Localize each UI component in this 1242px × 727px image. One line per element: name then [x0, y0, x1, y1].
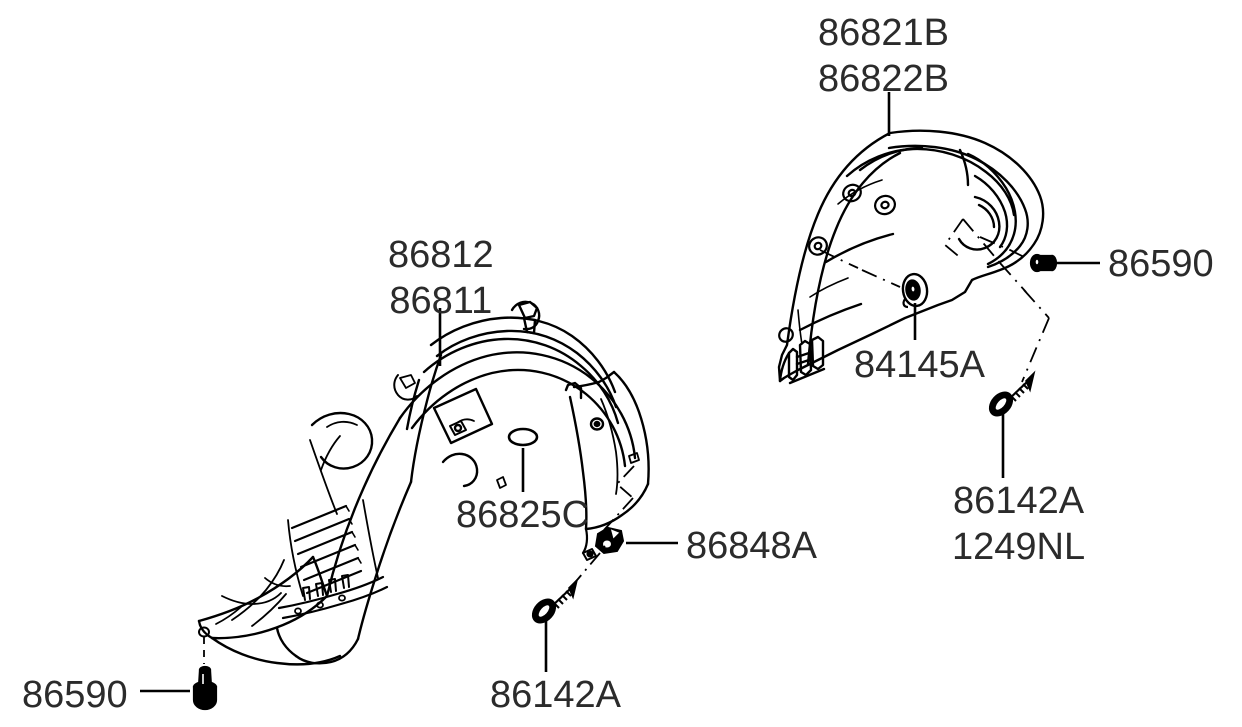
label-front-wheel-guard: 86812 86811	[388, 232, 494, 324]
label-86812: 86812	[388, 234, 494, 276]
label-86825C: 86825C	[456, 494, 590, 536]
label-86822B: 86822B	[818, 58, 950, 100]
label-86848A: 86848A	[686, 525, 818, 567]
dashdot-rear-v-left	[943, 218, 964, 260]
label-86142A-front: 86142A	[490, 674, 622, 716]
grommet-86590-rear-drawing	[1029, 253, 1058, 273]
label-86811: 86811	[389, 280, 493, 322]
dashdot-rear-chain-2	[999, 262, 1027, 293]
plug-86825C-drawing	[507, 427, 539, 447]
dashdot-front-clip	[603, 497, 634, 531]
grommet-86590-front-drawing	[192, 665, 218, 711]
label-86821B: 86821B	[818, 12, 950, 54]
dashdot-84145A-a	[819, 249, 859, 269]
label-84145A: 84145A	[854, 344, 986, 386]
plug-84145A-drawing	[901, 272, 929, 309]
dashdot-front-v	[615, 465, 635, 499]
screw-86142A-rear-drawing	[988, 370, 1036, 417]
label-1249NL: 1249NL	[952, 526, 1086, 568]
screw-86142A-front-drawing	[531, 577, 579, 624]
label-86590-rear: 86590	[1108, 243, 1214, 285]
clip-86848A-drawing	[594, 526, 625, 555]
label-86590-front: 86590	[22, 674, 128, 716]
dashdot-84145A-b	[861, 269, 901, 288]
label-rear-wheel-guard: 86821B 86822B	[818, 10, 949, 102]
dashdot-rear-chain-1	[962, 218, 1001, 264]
front-wheel-guard-drawing	[197, 300, 650, 666]
label-86142A-rear: 86142A	[953, 480, 1085, 522]
dashdot-rear-chain-3	[1021, 317, 1050, 383]
label-screw-rear: 86142A 1249NL	[952, 478, 1085, 570]
dashdot-86590-rear	[979, 236, 1029, 260]
rear-wheel-guard-drawing	[777, 129, 1045, 385]
